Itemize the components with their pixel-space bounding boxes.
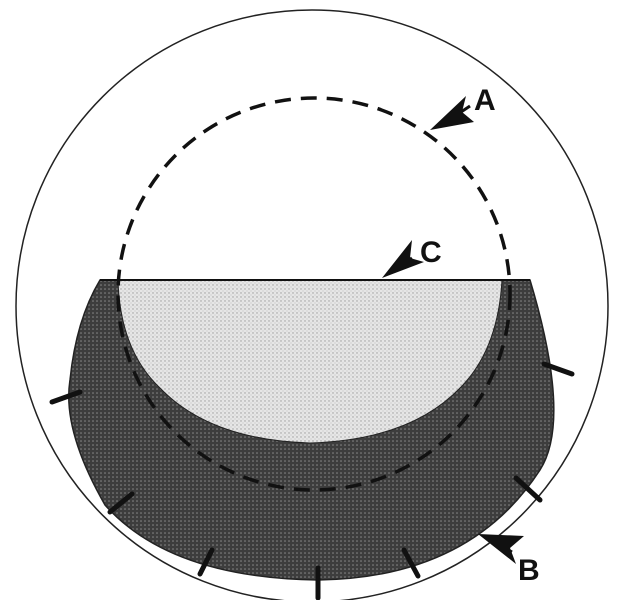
dashed-circle [116,96,512,492]
rim-tick [49,389,83,405]
arrowhead-a-icon [430,96,474,130]
arrowhead-b-icon [478,534,524,564]
rim-tick [107,491,135,515]
label-c: C [420,236,442,269]
arrow-b [478,534,524,564]
rim-tick [401,547,421,579]
label-b: B [518,554,540,587]
arrowhead-c-icon [382,240,424,278]
outer-circle [15,9,609,600]
rim-tick [513,475,543,503]
arrow-a [430,96,474,130]
arrow-c [382,240,424,278]
light-inner-region [117,279,503,444]
rim-tick [197,547,215,577]
rim-tick [541,361,575,377]
rim-ticks [49,361,575,600]
label-a: A [474,84,496,117]
